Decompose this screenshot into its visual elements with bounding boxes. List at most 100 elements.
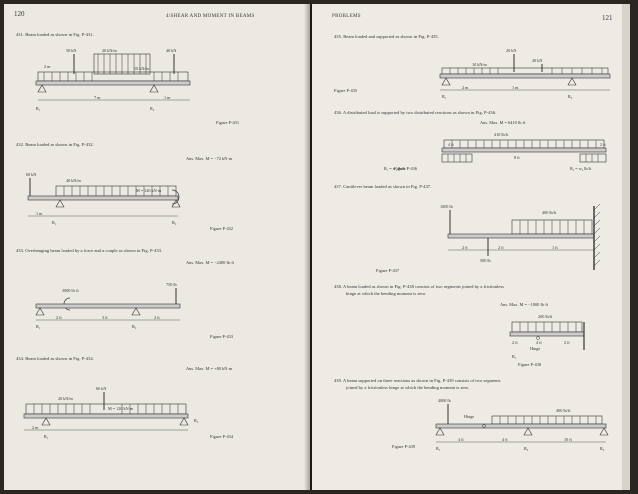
figure-437-caption: Figure P-437 — [376, 268, 400, 273]
label: 4 ft — [458, 437, 465, 442]
running-header-left: 4/SHEAR AND MOMENT IN BEAMS — [166, 14, 255, 19]
label: 1000 lb — [440, 204, 453, 209]
label: R₃ — [600, 446, 605, 451]
figure-437-diagram: 1000 lb 400 lb/ft 2 ft 2 ft 1 ft 500 lb — [440, 203, 601, 270]
label: 3 ft — [102, 315, 109, 320]
label: 1 ft — [552, 245, 559, 250]
label: 400 lb/ft — [556, 408, 571, 413]
label: M = 120 kN·m — [108, 406, 134, 411]
label: R₂ = w₂ lb/ft — [570, 166, 592, 171]
problem-436-answer: Ans. Max. M = 6410 lb·ft — [480, 120, 526, 125]
label: 2 ft — [56, 315, 63, 320]
problem-433-answer: Ans. Max. M = −2400 lb·ft — [186, 260, 235, 265]
problem-439-statement-line1: 439. A beam supported on three reactions… — [334, 378, 501, 383]
label: 200 lb/ft — [538, 314, 553, 319]
label: 10 ft — [564, 437, 573, 442]
label: 10 kN/m — [472, 62, 488, 67]
label: 2 ft — [154, 315, 161, 320]
figure-433-diagram: 3000 lb·ft 750 lb 2 ft 3 ft 2 ft R₁ R₂ — [35, 282, 181, 329]
problem-438-statement-line1: 438. A beam loaded as shown in Fig. P-43… — [334, 284, 504, 289]
label: 4 ft — [536, 340, 543, 345]
problem-434-answer: Ans. Max. M = +80 kN·m — [186, 366, 233, 371]
label: R₁ — [44, 434, 49, 439]
label: Hinge — [464, 414, 474, 419]
figure-439-caption: Figure P-439 — [392, 444, 416, 449]
figure-435-diagram: 20 kN 40 kN 10 kN/m 2 m 1 m R₁ R₂ — [439, 48, 611, 99]
left-page: 120 4/SHEAR AND MOMENT IN BEAMS 431. Bea… — [4, 4, 310, 490]
figure-434-caption: Figure P-434 — [210, 434, 234, 439]
label: 750 lb — [166, 282, 177, 287]
problem-431-statement: 431. Beam loaded as shown in Fig. P-431. — [16, 32, 94, 37]
problem-438-answer: Ans. Max. M = −1000 lb·ft — [500, 302, 549, 307]
label: 40 kN/m — [66, 178, 82, 183]
label: R₁ = w₁ lb/ft — [384, 166, 406, 171]
problem-439-statement-line2: joined by a frictionless hinge at which … — [346, 385, 470, 390]
label: 2 m — [44, 64, 51, 69]
problem-434-statement: 434. Beam loaded as shown in Fig. P-434. — [16, 356, 94, 361]
page-edge — [622, 4, 630, 490]
label: 2 ft — [462, 245, 469, 250]
label: 40 kN — [166, 48, 176, 53]
label: 2 ft — [564, 340, 571, 345]
label: 50 kN — [66, 48, 76, 53]
figure-439-diagram: 4000 lb 400 lb/ft Hinge 4 ft 4 ft 10 ft … — [435, 398, 609, 451]
running-header-right: PROBLEMS — [332, 14, 361, 19]
label: R₁ — [36, 106, 41, 111]
problem-432-statement: 432. Beam loaded as shown in Fig. P-432. — [16, 142, 94, 147]
label: 2 ft — [512, 340, 519, 345]
problem-436-statement: 436. A distributed load is supported by … — [334, 110, 497, 115]
figure-431-caption: Figure P-431 — [216, 120, 240, 125]
figure-431-diagram: 50 kN 20 kN/m 40 kN 2 m 10 kN/m 7 m 1 m … — [35, 48, 191, 111]
page-number-left: 120 — [14, 10, 25, 18]
problem-433-statement: 433. Overhanging beam loaded by a force … — [16, 248, 163, 253]
problem-438-statement-line2: hinge at which the bending moment is zer… — [346, 291, 427, 296]
label: 60 kN — [96, 386, 106, 391]
label: 2 m — [462, 85, 469, 90]
label: M = 120 kN·m — [136, 188, 162, 193]
figure-438-diagram: 200 lb/ft 2 ft 4 ft 2 ft Hinge R₁ — [509, 314, 585, 359]
label: R₁ — [36, 324, 41, 329]
figure-434-diagram: 60 kN 20 kN/m M = 120 kN·m 2 m R₁ R₂ — [23, 386, 199, 439]
figure-432-caption: Figure P-432 — [210, 226, 234, 231]
label: 8 ft — [514, 155, 521, 160]
label: 400 lb/ft — [542, 210, 557, 215]
figure-432-diagram: 60 kN 40 kN/m M = 120 kN·m 1 m R₁ R₂ — [26, 172, 181, 225]
label: Hinge — [530, 346, 540, 351]
label: R₂ — [524, 446, 529, 451]
label: R₁ — [436, 446, 441, 451]
label: 2 m — [32, 425, 39, 430]
label: 2 ft — [498, 245, 505, 250]
figure-435-caption: Figure P-435 — [334, 88, 358, 93]
label: 20 kN — [506, 48, 516, 53]
right-page: PROBLEMS 121 435. Beam loaded and suppor… — [312, 4, 630, 490]
problem-432-answer: Ans. Max. M = −72 kN·m — [186, 156, 233, 161]
label: R₂ — [150, 106, 155, 111]
label: 2 ft — [600, 142, 607, 147]
label: 1 m — [512, 85, 519, 90]
figure-436-diagram: 410 lb/ft 4 ft 8 ft 2 ft R₁ = w₁ lb/ft R… — [384, 132, 607, 171]
label: 4 ft — [502, 437, 509, 442]
label: R₁ — [442, 94, 447, 99]
label: 4 ft — [448, 142, 455, 147]
problem-435-statement: 435. Beam loaded and supported as shown … — [334, 34, 439, 39]
figure-433-caption: Figure P-433 — [210, 334, 234, 339]
label: 500 lb — [480, 258, 491, 263]
label: R₂ — [568, 94, 573, 99]
label: 410 lb/ft — [494, 132, 509, 137]
label: R₂ — [172, 220, 177, 225]
problem-437-statement: 437. Cantilever beam loaded as shown in … — [334, 184, 432, 189]
label: 60 kN — [26, 172, 36, 177]
label: 4000 lb — [438, 398, 451, 403]
figure-436-caption: Figure P-436 — [394, 166, 418, 171]
label: 3000 lb·ft — [62, 288, 79, 293]
label: 1 m — [164, 95, 171, 100]
label: 20 kN/m — [58, 396, 74, 401]
label: R₂ — [194, 418, 199, 423]
label: 10 kN/m — [134, 66, 150, 71]
label: R₂ — [132, 324, 137, 329]
label: 40 kN — [532, 58, 542, 63]
label: 20 kN/m — [102, 48, 118, 53]
figure-438-caption: Figure P-438 — [518, 362, 542, 367]
page-number-right: 121 — [602, 14, 613, 22]
